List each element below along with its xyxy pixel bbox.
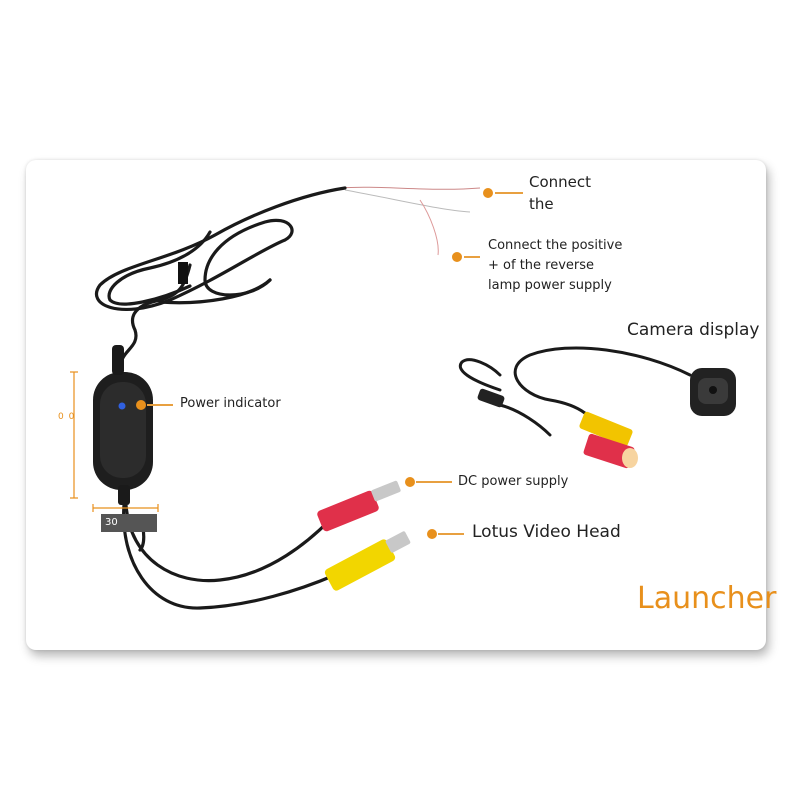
power-cable: [94, 186, 347, 362]
dc-power-label: DC power supply: [458, 474, 569, 489]
power-indicator-leader: [147, 404, 173, 406]
positive-leader: [464, 256, 480, 258]
loose-wires: [339, 186, 481, 256]
connect-dot: [483, 188, 493, 198]
connect-label-2: the: [529, 195, 554, 213]
cable-tie: [178, 262, 188, 284]
dimension-lines: [70, 371, 159, 512]
dc-power-dot: [405, 477, 415, 487]
positive-label-1: Connect the positive: [488, 238, 623, 253]
connect-label: Connect: [529, 173, 592, 191]
camera-body: [690, 368, 736, 416]
power-led: [118, 402, 126, 410]
camera-yellow-plug: [579, 411, 633, 447]
positive-label-3: lamp power supply: [488, 278, 612, 293]
lotus-video-dot: [427, 529, 437, 539]
height-dimension-tag: 0 0: [58, 412, 76, 422]
positive-dot: [452, 252, 462, 262]
lotus-video-leader: [438, 533, 464, 535]
launcher-label: Launcher: [637, 581, 777, 616]
red-plug: [317, 480, 401, 532]
connect-leader: [495, 192, 523, 194]
width-dimension-tag: 30: [101, 514, 157, 532]
lotus-video-label: Lotus Video Head: [472, 522, 621, 542]
yellow-plug: [324, 531, 411, 591]
dc-power-leader: [416, 481, 452, 483]
camera-display-label: Camera display: [627, 320, 760, 340]
power-indicator-label: Power indicator: [180, 396, 281, 411]
camera-red-plug: [583, 433, 638, 469]
power-indicator-dot: [136, 400, 146, 410]
positive-label-2: + of the reverse: [488, 258, 595, 273]
